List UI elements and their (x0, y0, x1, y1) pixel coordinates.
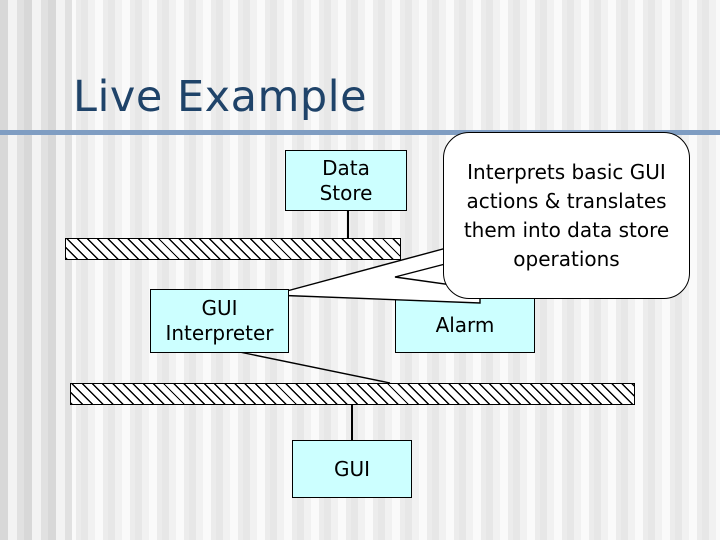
box-gui-label: GUI (333, 456, 371, 481)
upper-bus-bar (65, 238, 401, 260)
title-underline-rule (0, 130, 720, 135)
background-stripe-band (0, 0, 72, 540)
connector-datastore-to-upper-bus (347, 211, 349, 239)
box-data-store[interactable]: Data Store (285, 150, 407, 211)
connector-lower-bus-to-gui (351, 404, 353, 441)
callout-bubble[interactable]: Interprets basic GUI actions & translate… (443, 132, 690, 299)
box-alarm[interactable]: Alarm (395, 298, 535, 353)
box-gui[interactable]: GUI (292, 440, 412, 498)
box-gui-interpreter[interactable]: GUI Interpreter (150, 289, 289, 353)
page-title: Live Example (73, 72, 368, 122)
box-data-store-label: Data Store (319, 155, 373, 205)
callout-bubble-text: Interprets basic GUI actions & translate… (463, 159, 670, 271)
lower-bus-bar (70, 383, 635, 405)
box-alarm-label: Alarm (435, 313, 495, 337)
box-gui-interpreter-label: GUI Interpreter (165, 296, 274, 345)
connector-gui-interpreter-to-lower-bus (219, 347, 391, 384)
